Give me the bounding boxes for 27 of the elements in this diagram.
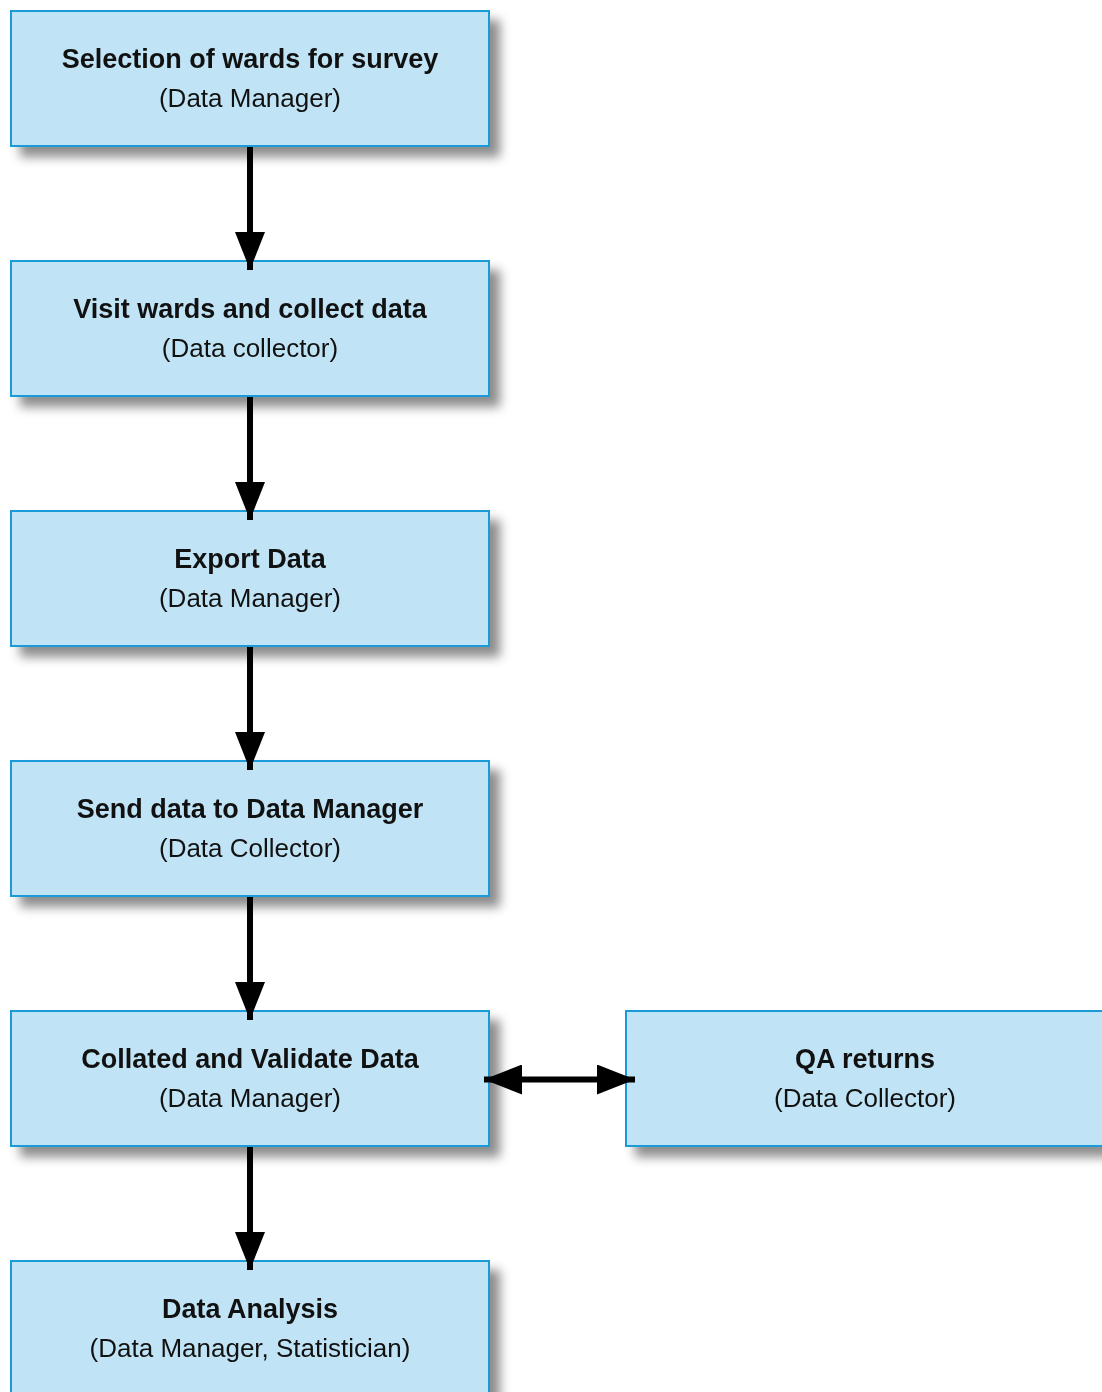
process-box [10,510,490,647]
arrow [235,397,265,520]
step-title: Send data to Data Manager [76,792,424,826]
role-label: (Data Manager, Statistician) [89,1332,411,1366]
step-title: QA returns [795,1042,935,1076]
role-label: (Data Manager) [158,82,342,116]
process-box [10,10,490,147]
arrow [235,147,265,270]
arrow [484,1064,635,1095]
role-label: (Data Collector) [158,832,342,866]
arrow [235,647,265,770]
role-label: (Data Manager) [158,582,342,616]
step-title: Visit wards and collect data [73,292,427,326]
role-label: (Data Manager) [158,1082,342,1116]
arrow [235,1147,265,1270]
process-box [625,1010,1102,1147]
step-title: Collated and Validate Data [81,1042,419,1076]
process-box [10,1010,490,1147]
role-label: (Data Collector) [773,1082,957,1116]
process-box [10,760,490,897]
role-label: (Data collector) [161,332,339,366]
step-title: Data Analysis [161,1292,339,1326]
step-title: Export Data [174,542,326,576]
process-box [10,1260,490,1392]
arrow [235,897,265,1020]
process-box [10,260,490,397]
step-title: Selection of wards for survey [61,42,439,76]
